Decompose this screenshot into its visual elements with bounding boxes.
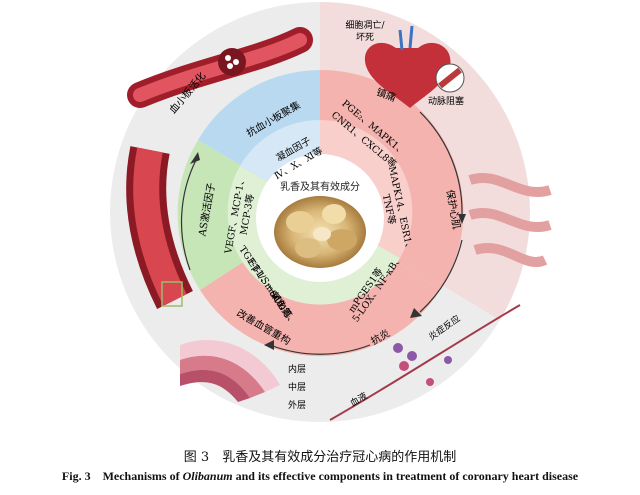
artery-cross-section — [126, 146, 193, 309]
center-title: 乳香及其有效成分 — [280, 180, 360, 193]
caption-en-italic: Olibanum — [182, 469, 233, 483]
mechanism-diagram: 抗血小板聚集 凝血因子 Ⅳ、Ⅹ、Ⅺ等 血小板活化 镇痛 PGE₂、MAPK1、 … — [110, 2, 552, 422]
arrow-right-top — [419, 111, 463, 216]
blocked-artery-illustration — [435, 63, 465, 93]
necrosis-label-1: 细胞凋亡/ — [345, 19, 385, 31]
arrow-left — [180, 159, 197, 271]
necrosis-label-2: 坏死 — [356, 31, 374, 43]
layer-inner-label: 内层 — [288, 363, 306, 375]
artery-vessel — [127, 27, 313, 108]
arrow-bottom — [269, 344, 371, 355]
arrow-right-bottom — [419, 239, 463, 313]
inflammation-illustration — [329, 304, 521, 421]
blockage-label: 动脉阻塞 — [428, 95, 464, 107]
layer-middle-label: 中层 — [288, 381, 306, 393]
caption-en-post: and its effective components in treatmen… — [232, 469, 579, 483]
olibanum-resin-image — [274, 196, 366, 268]
caption-english: Fig. 3 Mechanisms of Olibanum and its ef… — [0, 467, 640, 484]
heart-illustration — [364, 25, 451, 108]
vessel-layers-illustration — [180, 339, 280, 402]
caption-en-pre: Fig. 3 Mechanisms of — [61, 469, 183, 483]
layer-outer-label: 外层 — [288, 399, 306, 411]
caption-chinese: 图 3 乳香及其有效成分治疗冠心病的作用机制 — [183, 450, 457, 465]
myocardium-illustration — [468, 173, 552, 267]
